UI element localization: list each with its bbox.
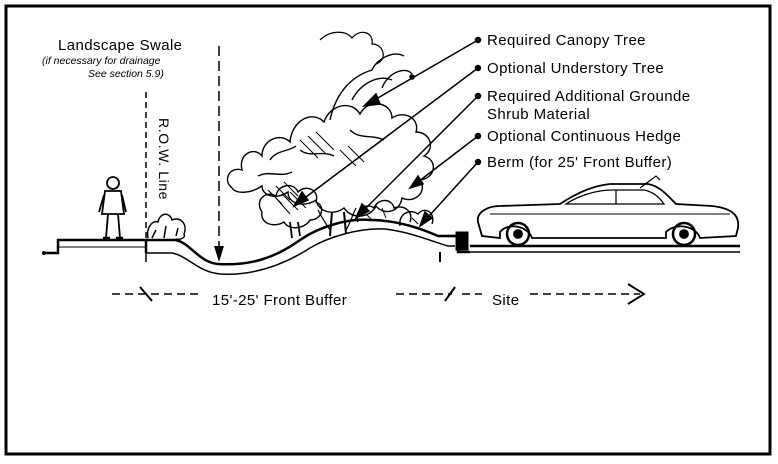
shrub-leader xyxy=(355,95,479,219)
understory-leader xyxy=(293,67,479,207)
car xyxy=(476,175,740,247)
canopy-tree-label: Required Canopy Tree xyxy=(487,32,646,49)
person-figure xyxy=(98,176,127,240)
site-label: Site xyxy=(492,292,519,309)
diagram-frame xyxy=(4,4,772,456)
swale-note-line2: See section 5.9) xyxy=(88,68,164,80)
small-shrub xyxy=(146,213,186,240)
hedge-leader xyxy=(409,135,479,189)
swale-note-line1: (if necessary for drainage xyxy=(42,55,161,67)
front-buffer-label: 15'-25' Front Buffer xyxy=(212,292,347,309)
berm-label: Berm (for 25' Front Buffer) xyxy=(487,154,672,171)
understory-tree xyxy=(258,185,323,239)
buffer-dimension-line xyxy=(112,283,646,305)
understory-tree-label: Optional Understory Tree xyxy=(487,60,664,77)
canopy-tree xyxy=(226,31,434,237)
shrub-material-label-line2: Shrub Material xyxy=(487,106,590,123)
shrub-material-label-line1: Required Additional Grounde xyxy=(487,88,690,105)
swale-pointer xyxy=(214,46,224,262)
row-line-label: R.O.W. Line xyxy=(156,118,172,200)
leader-lines xyxy=(292,36,482,228)
hedge-label: Optional Continuous Hedge xyxy=(487,128,681,145)
canopy-leader xyxy=(363,39,479,107)
ground-profile xyxy=(42,218,740,275)
swale-title: Landscape Swale xyxy=(58,37,182,54)
